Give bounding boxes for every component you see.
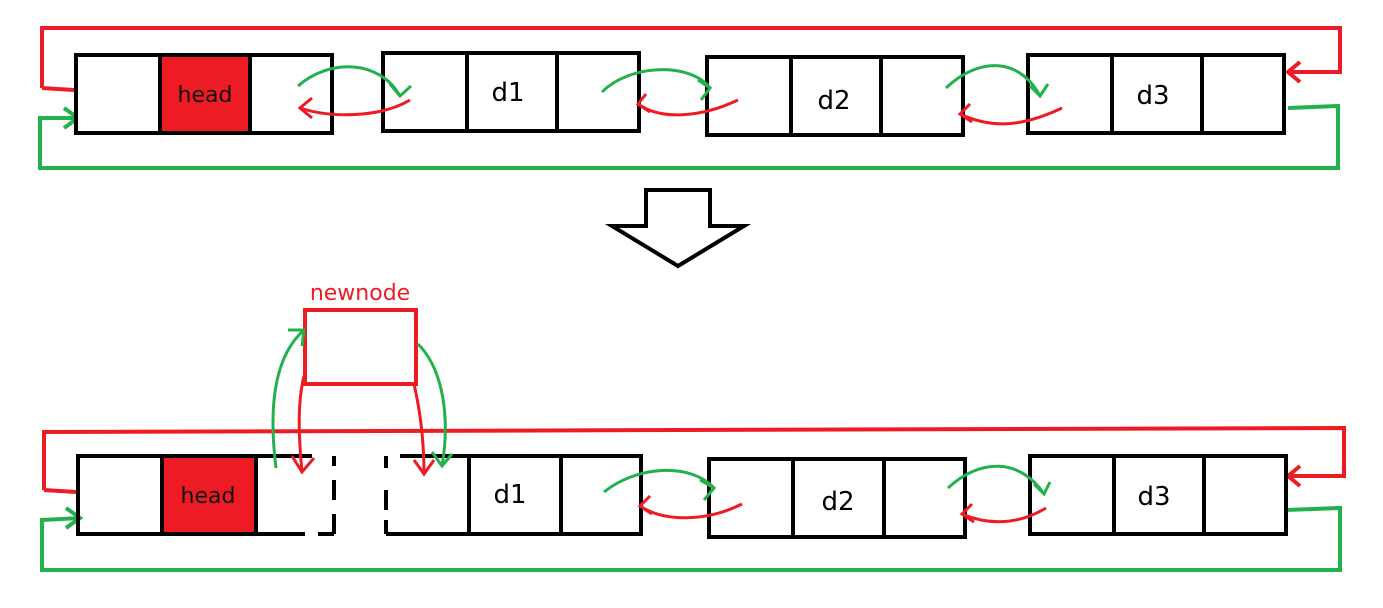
head-label-after: head (181, 484, 236, 509)
down-arrow-icon (604, 188, 752, 269)
node-d1-after: d1 (384, 454, 643, 536)
before-list: head d1 d2 d3 (38, 26, 1342, 170)
head-node-after: head (76, 454, 336, 536)
head-cell-after (160, 454, 258, 536)
wrap-next-link-before (38, 103, 1340, 170)
node-d2-label-before: d2 (817, 86, 850, 116)
after-list: newnode head d1 (40, 281, 1346, 572)
node-d3-label-after: d3 (1137, 482, 1170, 512)
node-d2-before: d2 (705, 55, 965, 137)
wrap-prev-link-before (40, 26, 1342, 88)
new-node-label: newnode (310, 281, 410, 306)
node-d1-label-before: d1 (491, 78, 524, 108)
links-d1-d2-after (603, 469, 743, 520)
wrap-prev-link-after (42, 425, 1346, 490)
links-newnode (271, 328, 454, 477)
node-d1-before: d1 (381, 51, 641, 133)
head-node-before: head (74, 53, 334, 135)
head-cell-before (158, 53, 252, 135)
node-d3-label-before: d3 (1136, 81, 1169, 111)
links-d2-d3-after (946, 464, 1052, 524)
wrap-next-link-after (40, 505, 1342, 572)
head-label-before: head (178, 83, 233, 108)
node-d2-after: d2 (707, 457, 967, 539)
node-d1-label-after: d1 (493, 480, 526, 510)
node-d2-label-after: d2 (821, 487, 854, 517)
links-head-d1-before (297, 65, 413, 120)
new-node: newnode (303, 281, 418, 386)
links-d2-d3-before (944, 64, 1063, 126)
links-d1-d2-before (600, 68, 739, 117)
node-d3-before: d3 (1026, 53, 1286, 135)
node-d3-after: d3 (1028, 454, 1288, 536)
new-node-box (303, 308, 418, 386)
